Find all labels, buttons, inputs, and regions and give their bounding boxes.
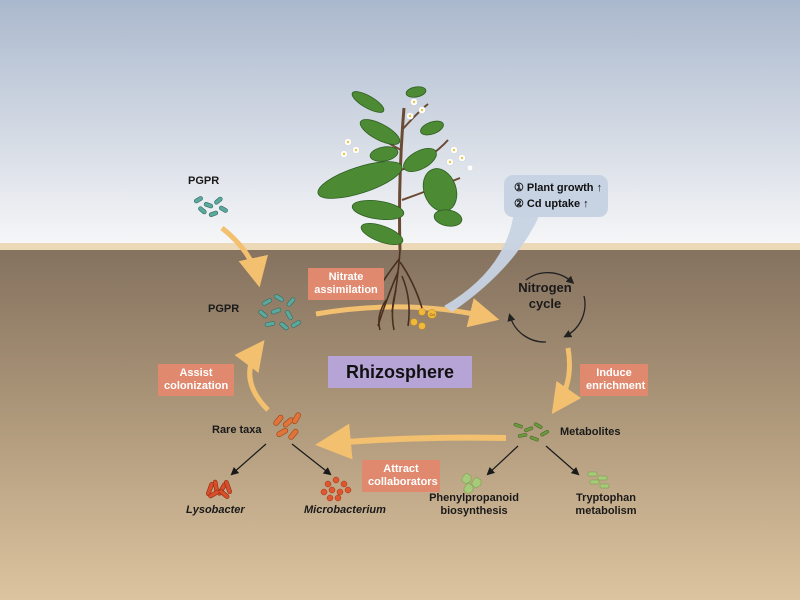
- phenyl-line1: Phenylpropanoid: [429, 492, 519, 504]
- nitrate-assimilation-tag: Nitrate assimilation: [308, 268, 384, 300]
- cd-mark: Cd: [430, 312, 435, 317]
- assist-line1: Assist: [179, 367, 213, 379]
- branch-arrows: [230, 443, 580, 476]
- cycle-line1: Nitrogen: [518, 280, 572, 295]
- pgpr-mid-label: PGPR: [208, 303, 240, 315]
- assist-line2: colonization: [164, 380, 229, 392]
- tryptophan-label: Tryptophan metabolism: [566, 492, 646, 518]
- tryptophan-molecules: [587, 471, 610, 489]
- effect-cd-uptake-text: ② Cd uptake: [514, 198, 581, 210]
- microbacterium-label: Microbacterium: [304, 504, 386, 516]
- attract-arrow: [315, 423, 507, 460]
- metabolite-molecules: [513, 422, 550, 442]
- cd-particles: [410, 308, 437, 330]
- effect-plant-growth-text: ① Plant growth: [514, 182, 594, 194]
- soil-background: [0, 250, 800, 600]
- lysobacter-cluster: [205, 479, 233, 499]
- phenyl-line2: biosynthesis: [440, 505, 508, 517]
- pgpr-mid-bacteria: [258, 294, 301, 331]
- nitrogen-cycle-label: Nitrogen cycle: [505, 280, 585, 312]
- rare-taxa-label: Rare taxa: [212, 424, 262, 436]
- nitrogen-cycle-arrows: [507, 272, 586, 343]
- effect-plant-growth: ① Plant growth ↑: [514, 180, 608, 196]
- trp-line2: metabolism: [575, 505, 637, 517]
- effects-bubble: ① Plant growth ↑ ② Cd uptake ↑: [504, 175, 608, 217]
- nitrate-arrow: [315, 298, 500, 328]
- attract-collaborators-tag: Attract collaborators: [362, 460, 440, 492]
- pgpr-recruit-arrow: [220, 226, 268, 288]
- trp-line1: Tryptophan: [576, 492, 636, 504]
- cycle-line2: cycle: [528, 296, 562, 311]
- pgpr-top-label: PGPR: [188, 175, 220, 187]
- effect-connector: [444, 212, 540, 312]
- pgpr-top-bacteria: [193, 196, 228, 217]
- phenylpropanoid-label: Phenylpropanoid biosynthesis: [426, 492, 522, 518]
- lysobacter-label: Lysobacter: [186, 504, 245, 516]
- induce-enrichment-tag: Induce enrichment: [580, 364, 648, 396]
- rare-taxa-bacteria: [273, 412, 301, 440]
- nitrate-line1: Nitrate: [328, 271, 364, 283]
- assist-arrow: [234, 339, 270, 412]
- induce-line2: enrichment: [586, 380, 646, 392]
- attract-line1: Attract: [383, 463, 419, 475]
- phenylpropanoid-molecules: [461, 472, 482, 495]
- microbacterium-cluster: [320, 476, 352, 502]
- metabolites-label: Metabolites: [560, 426, 621, 438]
- plant: [317, 86, 474, 251]
- induce-arrow: [551, 347, 582, 415]
- induce-line1: Induce: [596, 367, 632, 379]
- up-arrow-icon: ↑: [596, 182, 603, 194]
- nitrate-line2: assimilation: [314, 284, 378, 296]
- up-arrow-icon: ↑: [583, 198, 589, 210]
- assist-colonization-tag: Assist colonization: [158, 364, 234, 396]
- effect-cd-uptake: ② Cd uptake ↑: [514, 196, 608, 212]
- attract-line2: collaborators: [368, 476, 438, 488]
- rhizosphere-title: Rhizosphere: [328, 356, 472, 388]
